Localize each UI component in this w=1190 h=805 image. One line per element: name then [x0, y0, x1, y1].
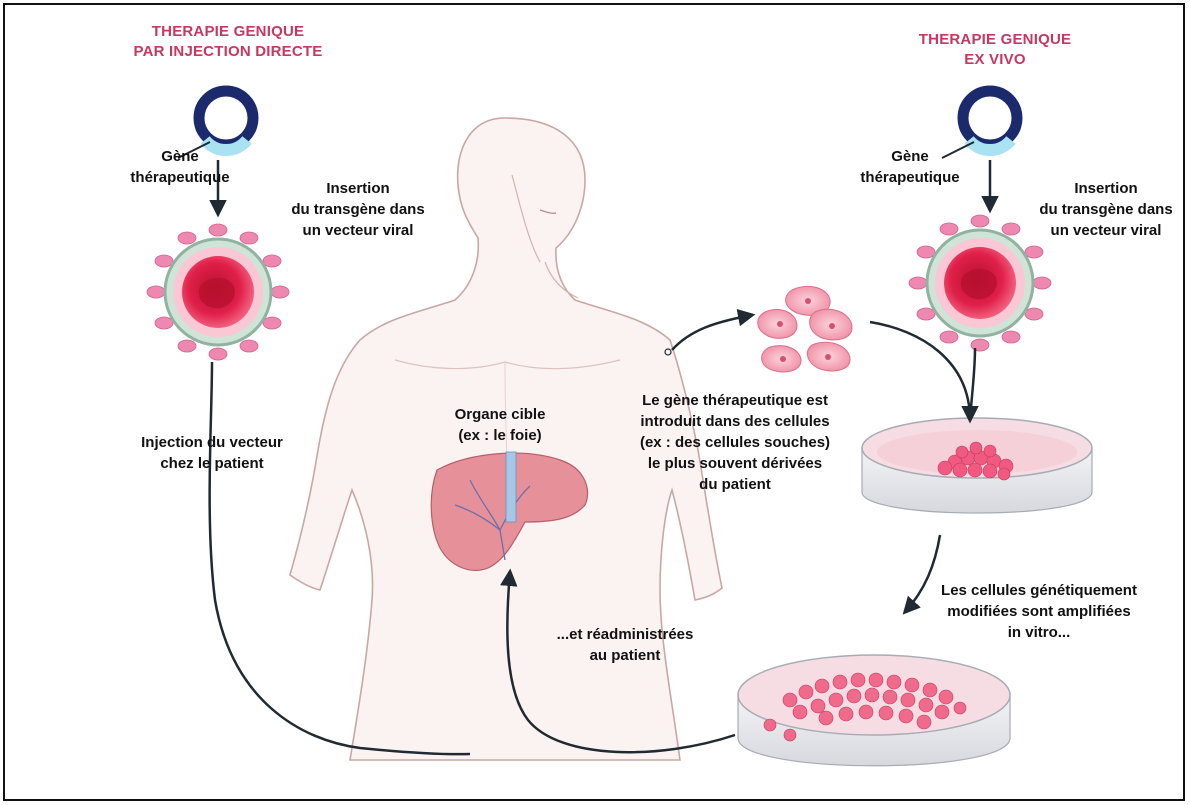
arrow-vector-right-down [970, 348, 975, 420]
petri-dish-upper [862, 418, 1092, 513]
petri-dish-lower [738, 655, 1010, 766]
arrow-extract-cells [672, 315, 752, 350]
label-target-organ: Organe cible(ex : le foie) [410, 404, 590, 446]
extracted-cells [758, 286, 852, 372]
viral-vector-left [147, 224, 289, 360]
